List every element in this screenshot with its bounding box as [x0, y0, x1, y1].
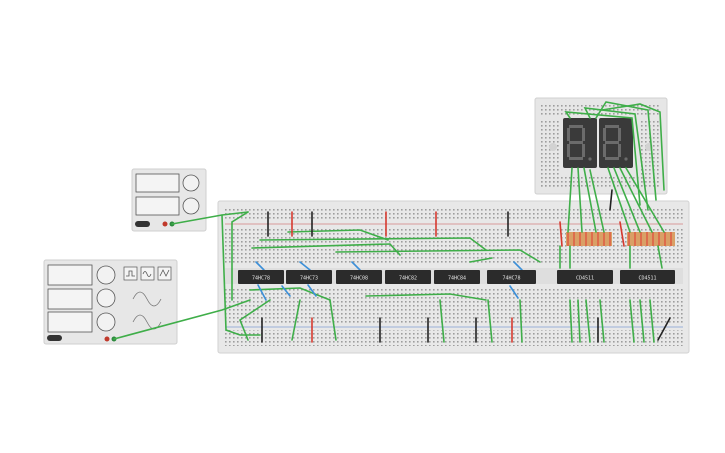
ic-chip[interactable]: CD4511 — [557, 270, 613, 284]
ic-chip[interactable]: 74HC08 — [336, 270, 382, 284]
chip-label: 74HC82 — [399, 276, 417, 282]
function-generator[interactable] — [43, 259, 178, 345]
wire-layer — [113, 101, 671, 343]
seven-segment-display-ones[interactable] — [599, 118, 633, 168]
ic-chip[interactable]: 74HC78 — [238, 270, 284, 284]
ic-chip[interactable]: 74HC73 — [286, 270, 332, 284]
chip-label: 74HC78 — [502, 276, 520, 282]
ic-chip[interactable]: CD4511 — [620, 270, 675, 284]
chip-label: 74HC78 — [252, 276, 270, 282]
chip-label: 74HC84 — [448, 276, 466, 282]
resistor-array-right[interactable] — [627, 232, 675, 246]
ic-chip[interactable]: 74HC78 — [487, 270, 536, 284]
ic-chips: 74HC78 74HC73 74HC08 74HC82 74HC84 74HC7… — [238, 270, 675, 284]
ic-chip[interactable]: 74HC82 — [385, 270, 431, 284]
ic-chip[interactable]: 74HC84 — [434, 270, 480, 284]
chip-label: 74HC08 — [350, 276, 368, 282]
chip-label: 74HC73 — [300, 276, 318, 282]
resistor-array-left[interactable] — [566, 232, 612, 246]
seven-segment-display-tens[interactable] — [563, 118, 597, 168]
chip-label: CD4511 — [638, 276, 656, 282]
power-supply[interactable] — [131, 168, 207, 232]
chip-label: CD4511 — [576, 276, 594, 282]
